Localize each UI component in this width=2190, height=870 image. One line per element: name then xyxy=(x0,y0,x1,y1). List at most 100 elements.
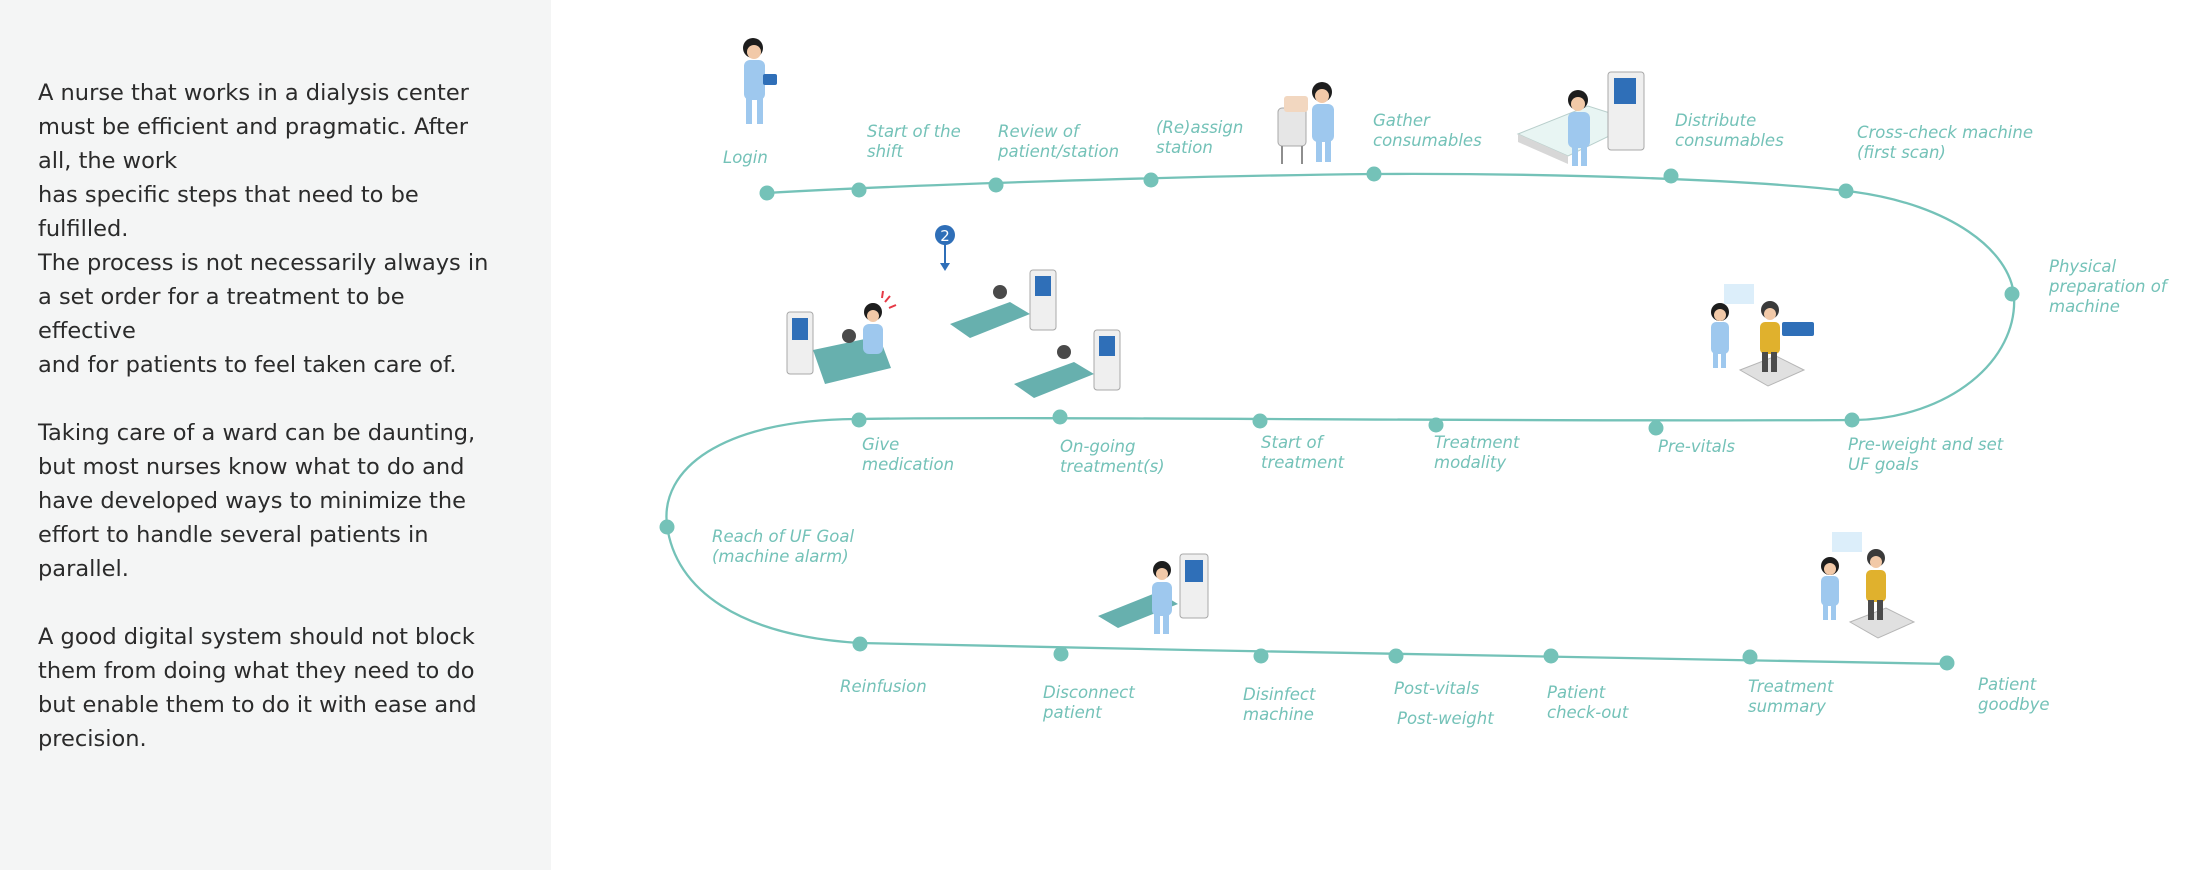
step-start-shift-dot xyxy=(851,182,867,198)
step-review-dot xyxy=(988,177,1004,193)
step-review-label-line: patient/station xyxy=(997,142,1119,161)
step-start-treatment-dot xyxy=(1252,413,1268,429)
step-disinfect-label-line: Disinfect xyxy=(1243,685,1316,704)
step-postvitals-label-line: Post-weight xyxy=(1397,709,1494,728)
step-previtals: Pre-vitals xyxy=(1648,420,1735,456)
step-goodbye-label-line: Patient xyxy=(1978,675,2037,694)
dialysis-stations-right-illustration xyxy=(950,269,1121,398)
step-modality-dot xyxy=(1428,417,1444,433)
nurse-patient-weight-illustration xyxy=(1711,284,1814,387)
step-gather-label-line: consumables xyxy=(1373,131,1482,150)
step-reinfusion-label: Reinfusion xyxy=(840,677,927,696)
step-start-treatment-label-line: treatment xyxy=(1261,453,1345,472)
step-crosscheck-label-line: (first scan) xyxy=(1857,143,1946,162)
step-physical-prep-label-line: preparation of xyxy=(2048,277,2169,296)
step-modality-label-line: Treatment xyxy=(1434,433,1520,452)
step-crosscheck-label-line: Cross-check machine xyxy=(1857,123,2033,142)
step-medication-dot xyxy=(851,412,867,428)
map-marker-number: 2 xyxy=(940,227,950,245)
step-disconnect-dot xyxy=(1053,646,1069,662)
step-ongoing-dot xyxy=(1052,409,1068,425)
step-crosscheck: Cross-check machine(first scan) xyxy=(1838,123,2033,199)
step-start-treatment-label-line: Start of xyxy=(1261,433,1325,452)
step-reinfusion: Reinfusion xyxy=(840,636,927,696)
dialysis-station-left-illustration xyxy=(786,290,897,384)
journey-path xyxy=(665,172,2016,666)
step-start-shift-label-line: shift xyxy=(867,142,903,161)
step-login-dot xyxy=(759,185,775,201)
step-disinfect-label-line: machine xyxy=(1243,705,1314,724)
step-reassign-dot xyxy=(1143,172,1159,188)
step-gather-label-line: Gather xyxy=(1373,111,1431,130)
step-previtals-dot xyxy=(1648,420,1664,436)
step-crosscheck-label: Cross-check machine(first scan) xyxy=(1857,123,2033,162)
step-login-label-line: Login xyxy=(723,148,768,167)
step-reassign-label-line: station xyxy=(1156,138,1213,157)
step-ongoing-label-line: On-going xyxy=(1060,437,1135,456)
intro-paragraph-2: Taking care of a ward can be daunting, b… xyxy=(38,420,476,582)
step-previtals-label: Pre-vitals xyxy=(1658,437,1735,456)
step-disconnect-label-line: Disconnect xyxy=(1043,683,1135,702)
step-uf-goal-label-line: (machine alarm) xyxy=(712,547,849,566)
step-uf-goal-label-line: Reach of UF Goal xyxy=(712,527,854,546)
intro-paragraph-1: A nurse that works in a dialysis center … xyxy=(38,80,489,378)
nurse-machine-illustration xyxy=(1516,71,1645,166)
step-summary-label-line: summary xyxy=(1748,697,1826,716)
step-login: Login xyxy=(723,148,775,201)
step-preweight-label-line: Pre-weight and set xyxy=(1848,435,2004,454)
step-checkout-label-line: check-out xyxy=(1547,703,1629,722)
step-medication-label-line: Give xyxy=(862,435,899,454)
step-summary-dot xyxy=(1742,649,1758,665)
nurse-bed-illustration xyxy=(1277,82,1334,164)
step-preweight-label-line: UF goals xyxy=(1848,455,1919,474)
step-review-label-line: Review of xyxy=(998,122,1081,141)
step-previtals-label-line: Pre-vitals xyxy=(1658,437,1735,456)
step-goodbye-label-line: goodbye xyxy=(1978,695,2050,714)
step-reinfusion-dot xyxy=(852,636,868,652)
step-modality-label-line: modality xyxy=(1434,453,1506,472)
step-distribute-label-line: Distribute xyxy=(1675,111,1756,130)
step-reassign-label-line: (Re)assign xyxy=(1156,118,1243,137)
step-medication-label-line: medication xyxy=(862,455,954,474)
step-summary-label-line: Treatment xyxy=(1748,677,1834,696)
intro-panel: A nurse that works in a dialysis center … xyxy=(0,0,551,870)
step-checkout-label-line: Patient xyxy=(1547,683,1606,702)
intro-text: A nurse that works in a dialysis center … xyxy=(38,76,508,790)
step-start-shift-label-line: Start of the xyxy=(867,122,961,141)
step-disinfect-dot xyxy=(1253,648,1269,664)
step-physical-prep-dot xyxy=(2004,286,2020,302)
step-gather-dot xyxy=(1366,166,1382,182)
map-marker-icon: 2 xyxy=(935,225,955,271)
intro-paragraph-3: A good digital system should not block t… xyxy=(38,624,477,752)
step-checkout-dot xyxy=(1543,648,1559,664)
step-physical-prep-label-line: machine xyxy=(2049,297,2120,316)
